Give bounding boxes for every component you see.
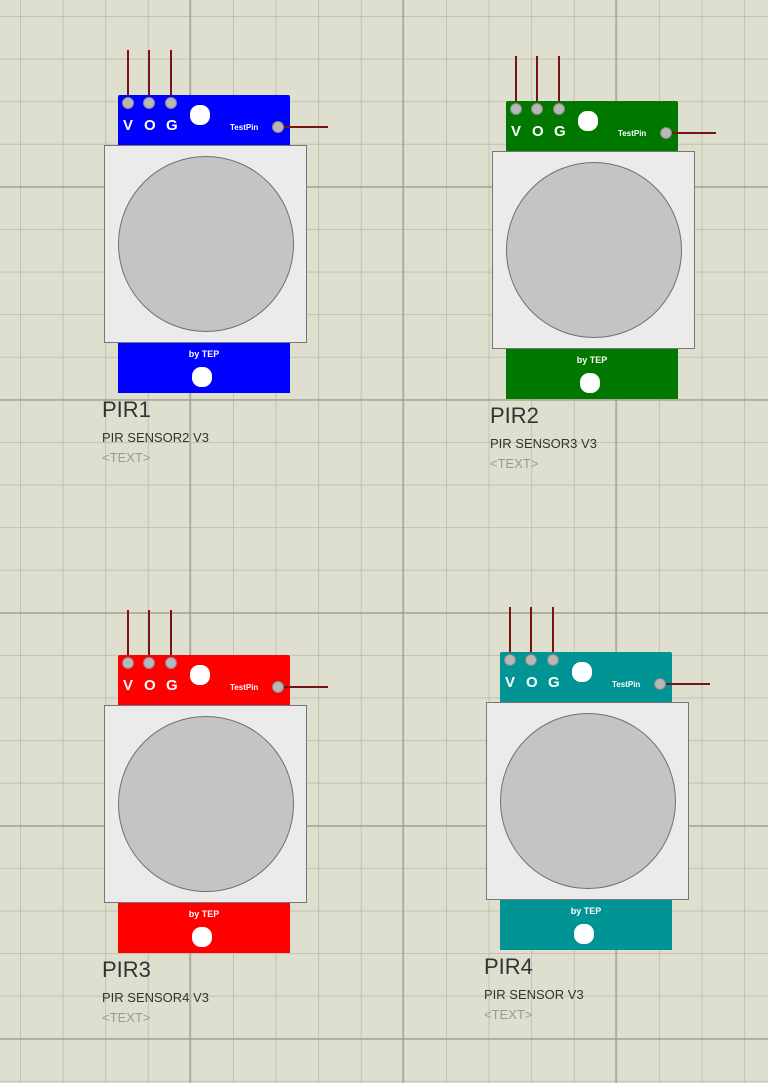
component-text[interactable]: <TEXT> bbox=[490, 456, 539, 471]
pin-label: O bbox=[526, 674, 538, 691]
testpin-wire[interactable] bbox=[672, 132, 716, 134]
pin-label: V bbox=[123, 117, 134, 134]
testpin-label: TestPin bbox=[230, 123, 259, 132]
testpin-pin[interactable] bbox=[272, 121, 284, 133]
sensor-footer: by TEP bbox=[118, 903, 290, 953]
pin-label: G bbox=[166, 117, 178, 134]
component-reference[interactable]: PIR4 bbox=[484, 954, 533, 979]
component-reference[interactable]: PIR2 bbox=[490, 403, 539, 428]
pin-label: V bbox=[505, 674, 516, 691]
component-text[interactable]: <TEXT> bbox=[484, 1007, 533, 1022]
mount-hole-icon bbox=[574, 924, 594, 944]
led-icon bbox=[578, 111, 598, 131]
pin-v[interactable] bbox=[510, 103, 522, 115]
pin-g[interactable] bbox=[547, 654, 559, 666]
led-icon bbox=[190, 665, 210, 685]
mount-hole-icon bbox=[192, 927, 212, 947]
pin-v[interactable] bbox=[504, 654, 516, 666]
component-reference[interactable]: PIR1 bbox=[102, 397, 151, 422]
component-value[interactable]: PIR SENSOR2 V3 bbox=[102, 430, 209, 445]
component-value[interactable]: PIR SENSOR4 V3 bbox=[102, 990, 209, 1005]
pin-wire[interactable] bbox=[515, 56, 517, 103]
pin-label: G bbox=[554, 123, 566, 140]
pin-label: O bbox=[144, 117, 156, 134]
led-icon bbox=[190, 105, 210, 125]
sensor-body bbox=[104, 705, 307, 903]
pin-v[interactable] bbox=[122, 97, 134, 109]
pir-lens-dome bbox=[118, 716, 294, 892]
sensor-footer: by TEP bbox=[506, 349, 678, 399]
mount-hole-icon bbox=[580, 373, 600, 393]
pir-lens-dome bbox=[118, 156, 294, 332]
testpin-label: TestPin bbox=[612, 680, 641, 689]
pin-wire[interactable] bbox=[558, 56, 560, 103]
component-reference[interactable]: PIR3 bbox=[102, 957, 151, 982]
sensor-body bbox=[104, 145, 307, 343]
pin-g[interactable] bbox=[165, 97, 177, 109]
pin-label: G bbox=[548, 674, 560, 691]
component-value[interactable]: PIR SENSOR3 V3 bbox=[490, 436, 597, 451]
pin-label: O bbox=[144, 677, 156, 694]
pin-label: O bbox=[532, 123, 544, 140]
pin-wire[interactable] bbox=[536, 56, 538, 103]
footer-label: by TEP bbox=[188, 349, 220, 359]
pin-wire[interactable] bbox=[170, 610, 172, 657]
pin-wire[interactable] bbox=[509, 607, 511, 654]
pin-wire[interactable] bbox=[127, 50, 129, 97]
pin-wire[interactable] bbox=[530, 607, 532, 654]
footer-label: by TEP bbox=[570, 906, 602, 916]
testpin-label: TestPin bbox=[618, 129, 647, 138]
pin-label: V bbox=[511, 123, 522, 140]
pin-label: G bbox=[166, 677, 178, 694]
pin-wire[interactable] bbox=[127, 610, 129, 657]
pir-lens-dome bbox=[500, 713, 676, 889]
pin-label: V bbox=[123, 677, 134, 694]
pin-v[interactable] bbox=[122, 657, 134, 669]
pin-g[interactable] bbox=[553, 103, 565, 115]
testpin-wire[interactable] bbox=[284, 126, 328, 128]
testpin-label: TestPin bbox=[230, 683, 259, 692]
testpin-wire[interactable] bbox=[666, 683, 710, 685]
sensor-body bbox=[492, 151, 695, 349]
led-icon bbox=[572, 662, 592, 682]
testpin-pin[interactable] bbox=[660, 127, 672, 139]
sensor-footer: by TEP bbox=[500, 900, 672, 950]
footer-label: by TEP bbox=[188, 909, 220, 919]
pir-lens-dome bbox=[506, 162, 682, 338]
pin-wire[interactable] bbox=[148, 50, 150, 97]
pin-o[interactable] bbox=[525, 654, 537, 666]
pin-o[interactable] bbox=[143, 657, 155, 669]
pin-g[interactable] bbox=[165, 657, 177, 669]
footer-label: by TEP bbox=[576, 355, 608, 365]
pin-wire[interactable] bbox=[148, 610, 150, 657]
mount-hole-icon bbox=[192, 367, 212, 387]
pin-o[interactable] bbox=[143, 97, 155, 109]
component-text[interactable]: <TEXT> bbox=[102, 450, 151, 465]
pin-o[interactable] bbox=[531, 103, 543, 115]
component-value[interactable]: PIR SENSOR V3 bbox=[484, 987, 584, 1002]
pin-wire[interactable] bbox=[552, 607, 554, 654]
testpin-pin[interactable] bbox=[654, 678, 666, 690]
testpin-pin[interactable] bbox=[272, 681, 284, 693]
component-text[interactable]: <TEXT> bbox=[102, 1010, 151, 1025]
testpin-wire[interactable] bbox=[284, 686, 328, 688]
sensor-footer: by TEP bbox=[118, 343, 290, 393]
pin-wire[interactable] bbox=[170, 50, 172, 97]
sensor-body bbox=[486, 702, 689, 900]
